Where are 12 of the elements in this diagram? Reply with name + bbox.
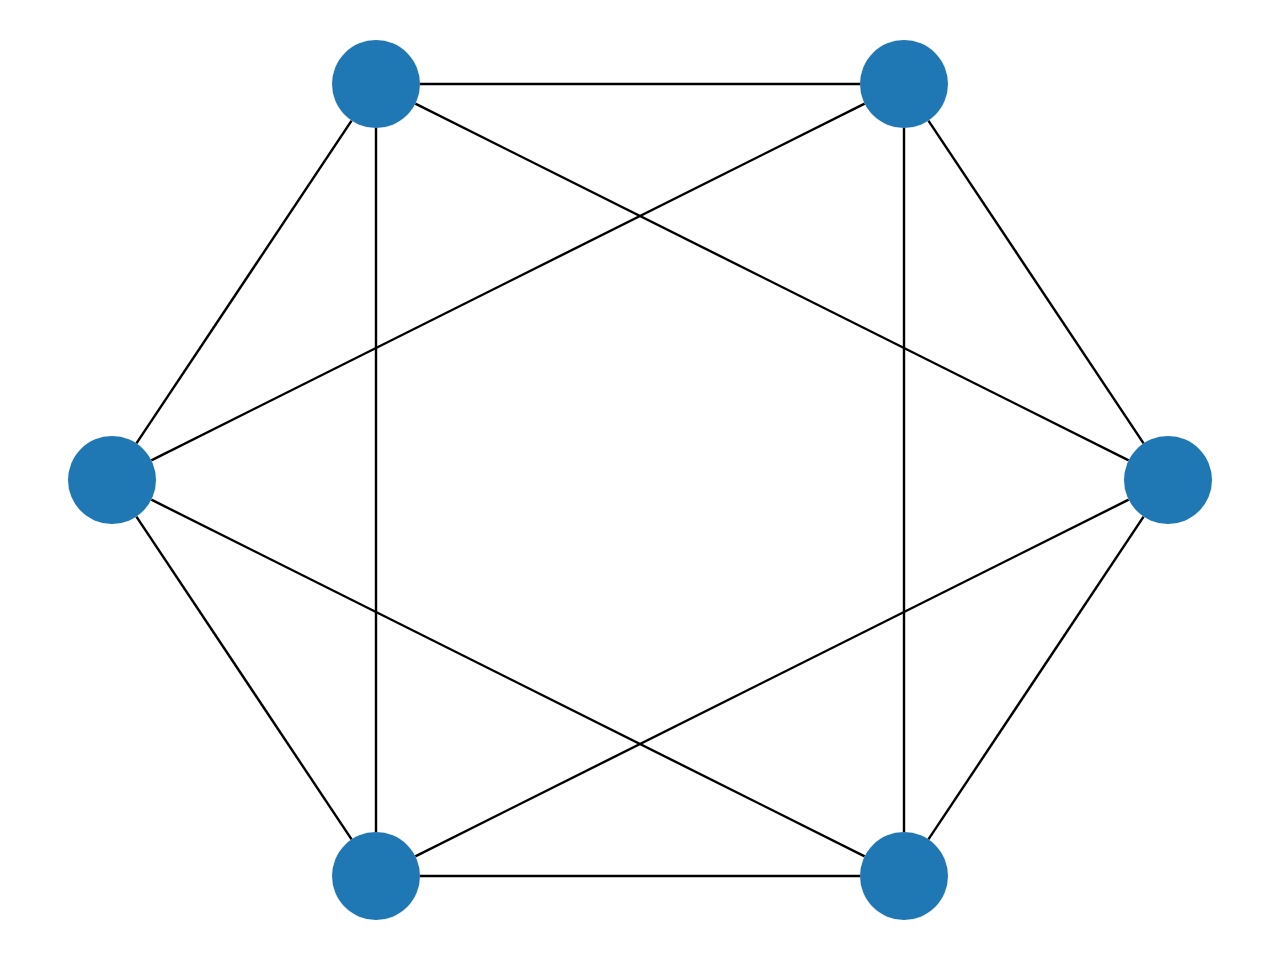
edge-line — [135, 515, 353, 841]
edge-line — [374, 128, 378, 832]
edge-line — [927, 515, 1145, 841]
edge-line — [150, 498, 866, 858]
edge-line — [902, 128, 906, 832]
edge-line — [927, 119, 1145, 445]
edge-line — [420, 874, 860, 878]
edge-line — [150, 102, 866, 462]
edge-line — [420, 82, 860, 86]
edge-line — [135, 119, 353, 445]
edge-line — [414, 102, 1130, 462]
edge-line — [414, 498, 1130, 858]
